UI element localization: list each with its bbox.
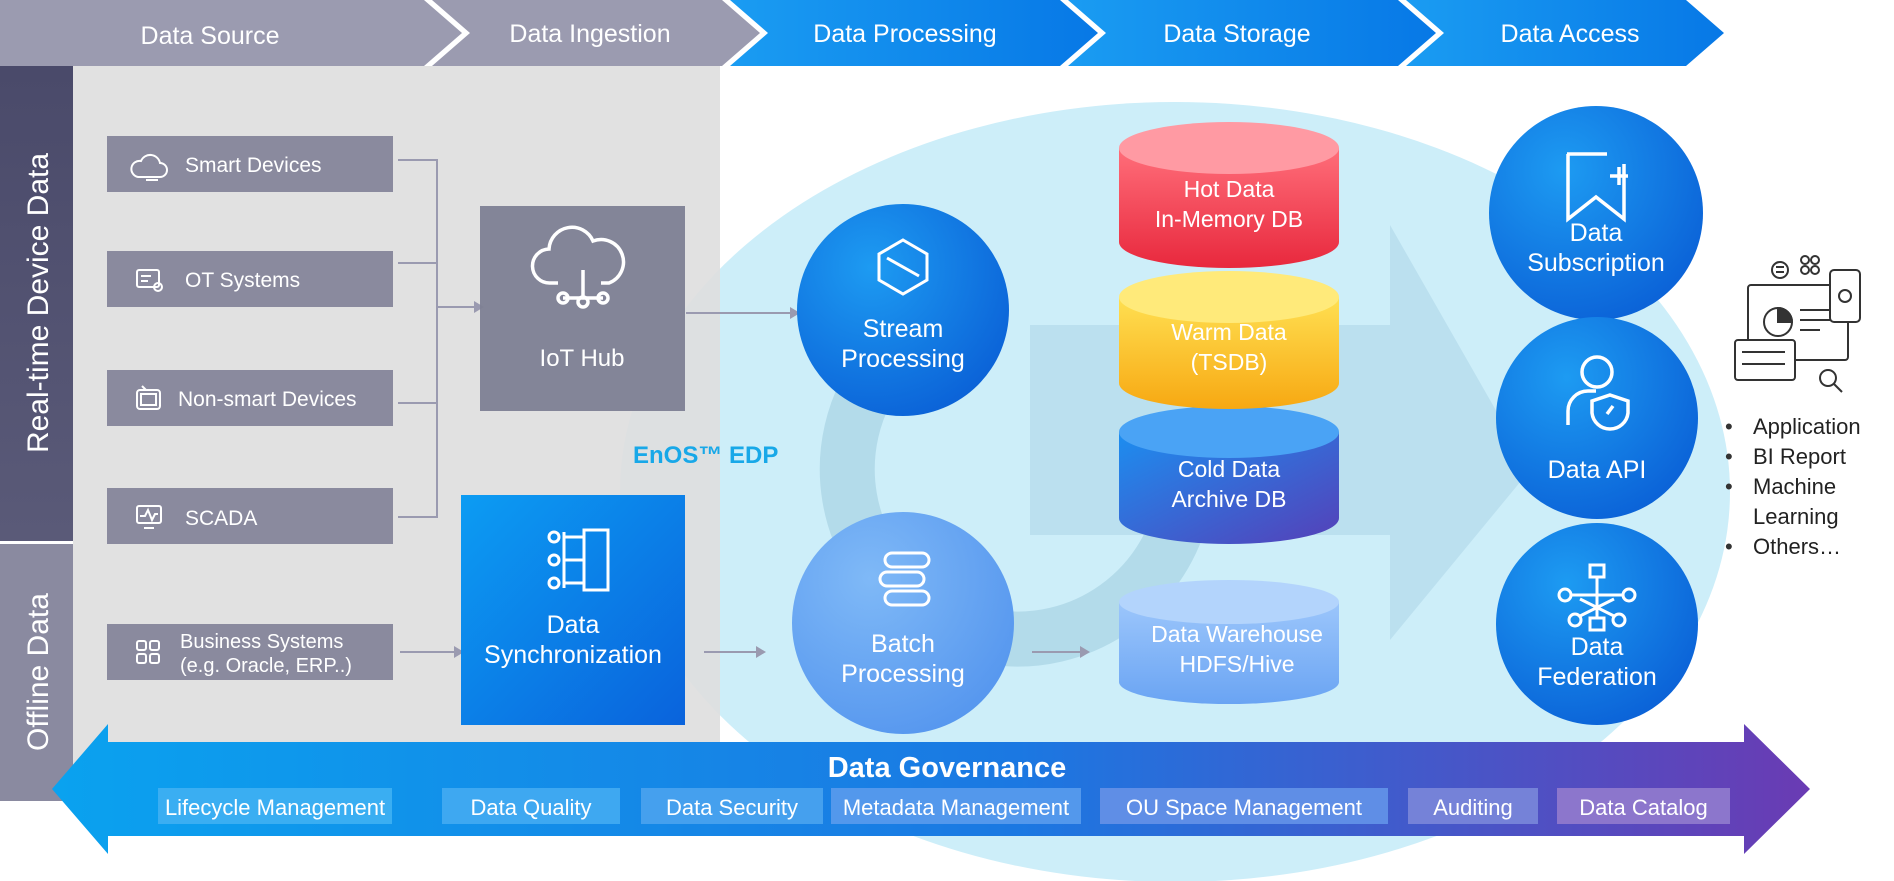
cold-label-2: Archive DB (1171, 486, 1286, 512)
hot-label-2: In-Memory DB (1155, 206, 1303, 232)
consumer-list: Application BI Report Machine Learning O… (1725, 412, 1890, 562)
batch-stack-icon (878, 551, 931, 607)
governance-item-label: Data Quality (470, 795, 591, 820)
governance-item-label: Data Security (666, 795, 798, 820)
governance-bar: Data Governance Lifecycle Management Data… (52, 724, 1810, 854)
cloud-network-icon (530, 225, 626, 309)
stage-chevron-processing (730, 0, 1098, 66)
hot-label-1: Hot Data (1184, 176, 1275, 202)
stream-processing-node: Stream Processing (797, 204, 1009, 416)
governance-item-box (641, 788, 823, 824)
user-shield-icon (1566, 355, 1630, 431)
warm-label-2: (TSDB) (1191, 349, 1268, 375)
iot-hub-label: IoT Hub (540, 345, 625, 372)
cold-label-1: Cold Data (1178, 456, 1280, 482)
source-business-systems: Business Systems (e.g. Oracle, ERP..) (107, 624, 393, 680)
governance-item-label: Metadata Management (843, 795, 1069, 820)
stage-label-ingestion: Data Ingestion (509, 20, 670, 48)
platform-label: EnOS™ EDP (633, 442, 778, 469)
warm-data-cylinder: Warm Data (TSDB) (1119, 271, 1339, 409)
governance-title: Data Governance (828, 752, 1067, 784)
api-label: Data API (1548, 456, 1647, 484)
data-sync-label-2: Synchronization (484, 641, 662, 669)
consumer-item: Machine Learning (1725, 472, 1890, 532)
arrow-heads (454, 301, 1090, 658)
consumer-item: Application (1725, 412, 1890, 442)
stage-label-processing: Data Processing (813, 20, 996, 48)
batch-label-1: Batch (871, 630, 935, 658)
consumer-item: BI Report (1725, 442, 1890, 472)
governance-item-box (1557, 788, 1730, 824)
source-label: Non-smart Devices (178, 388, 357, 411)
stage-label-access: Data Access (1501, 20, 1640, 48)
offline-sidebar (0, 544, 73, 801)
data-api-node: Data API (1496, 317, 1698, 519)
stage-chevron-storage (1068, 0, 1436, 66)
governance-item-box (158, 788, 392, 824)
source-smart-devices: Smart Devices (107, 136, 393, 192)
stage-label-storage: Data Storage (1163, 20, 1310, 48)
federation-label-2: Federation (1537, 663, 1657, 691)
realtime-sidebar (0, 66, 73, 541)
data-federation-node: Data Federation (1496, 523, 1698, 725)
analytics-dashboard-icon (1734, 255, 1861, 393)
cloud-device-icon (130, 153, 168, 181)
subscription-label-1: Data (1570, 219, 1623, 247)
device-icon (136, 385, 161, 410)
batch-label-2: Processing (841, 660, 965, 688)
governance-items: Lifecycle Management Data Quality Data Sec… (158, 788, 1730, 824)
source-non-smart-devices: Non-smart Devices (107, 370, 393, 426)
source-ot-systems: OT Systems (107, 251, 393, 307)
source-label: Smart Devices (185, 154, 322, 177)
warehouse-cylinder: Data Warehouse HDFS/Hive (1119, 580, 1339, 704)
ot-systems-icon (136, 269, 163, 292)
business-systems-sublabel: (e.g. Oracle, ERP..) (180, 655, 352, 677)
governance-item-label: Lifecycle Management (165, 795, 385, 820)
realtime-label: Real-time Device Data (22, 153, 55, 453)
offline-label: Offline Data (22, 593, 55, 751)
source-connectors (398, 159, 1080, 653)
stage-label-source: Data Source (141, 22, 280, 50)
governance-item-label: Auditing (1433, 795, 1513, 820)
data-subscription-node: Data Subscription (1489, 106, 1703, 320)
federation-network-icon (1557, 563, 1637, 632)
stream-cube-icon (877, 238, 929, 296)
stream-label-1: Stream (863, 315, 944, 343)
stage-chevron-source (0, 0, 462, 66)
iot-hub-box: IoT Hub (480, 206, 685, 411)
data-sync-label-1: Data (547, 611, 600, 639)
batch-processing-node: Batch Processing (792, 512, 1014, 734)
warm-label-1: Warm Data (1171, 319, 1287, 345)
subscription-label-2: Subscription (1527, 249, 1665, 277)
governance-item-label: Data Catalog (1579, 795, 1707, 820)
data-sync-box: Data Synchronization (461, 495, 685, 725)
stage-chevron-ingestion (432, 0, 760, 66)
governance-item-box (1408, 788, 1538, 824)
stage-header: Data Source Data Ingestion Data Processi… (0, 0, 1724, 66)
federation-label-1: Data (1571, 633, 1624, 661)
monitor-icon (136, 505, 162, 529)
governance-item-box (831, 788, 1081, 824)
apps-grid-icon (136, 640, 160, 664)
business-systems-label: Business Systems (180, 631, 343, 653)
warehouse-label-2: HDFS/Hive (1179, 651, 1294, 677)
governance-item-box (442, 788, 620, 824)
sync-bracket-icon (547, 528, 610, 592)
source-scada: SCADA (107, 488, 393, 544)
stream-label-2: Processing (841, 345, 965, 373)
stage-chevron-access (1406, 0, 1724, 66)
cold-data-cylinder: Cold Data Archive DB (1119, 406, 1339, 544)
consumer-item: Others… (1725, 532, 1890, 562)
governance-item-label: OU Space Management (1126, 795, 1362, 820)
subscription-bookmark-icon (1566, 152, 1628, 223)
warehouse-label-1: Data Warehouse (1151, 621, 1323, 647)
source-label: OT Systems (185, 269, 300, 292)
source-label: SCADA (185, 507, 257, 530)
governance-item-box (1100, 788, 1388, 824)
hot-data-cylinder: Hot Data In-Memory DB (1119, 122, 1339, 268)
